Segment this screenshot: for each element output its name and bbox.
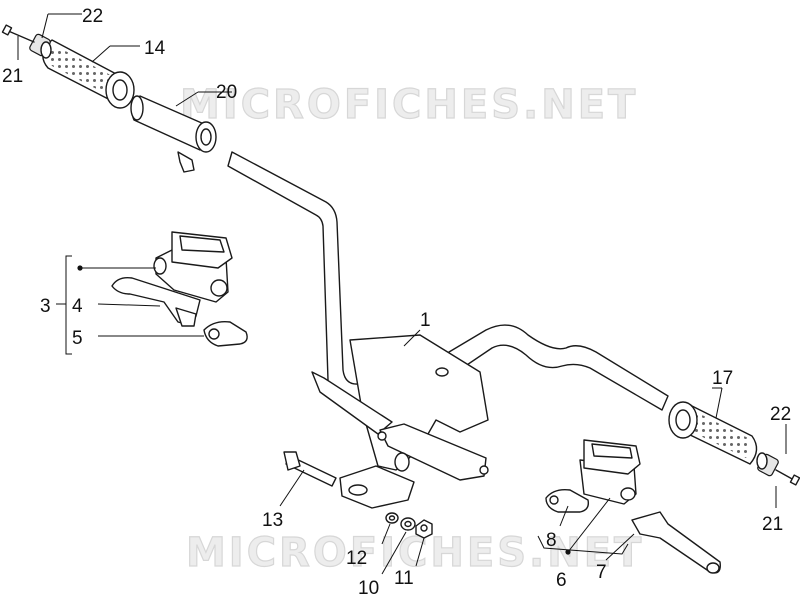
callout-21-left: 21 (2, 66, 23, 87)
callout-3: 3 (40, 296, 51, 317)
callout-22-right: 22 (770, 404, 791, 425)
callouts: 22 21 14 20 3 4 5 1 17 22 21 13 12 10 11… (2, 6, 791, 599)
watermark-top: MICROFICHES.NET (180, 82, 638, 128)
mounting-bolt (283, 451, 337, 487)
right-bar-end (756, 452, 800, 486)
callout-8: 8 (546, 530, 557, 551)
callout-5: 5 (72, 328, 83, 349)
right-clamp (545, 488, 590, 513)
right-brake-lever (631, 511, 721, 574)
washer-10 (400, 517, 416, 531)
callout-17: 17 (712, 368, 733, 389)
nut-11 (415, 519, 433, 539)
callout-10: 10 (358, 578, 379, 599)
callout-6: 6 (556, 570, 567, 591)
handlebar (227, 151, 669, 509)
right-master-cylinder (579, 439, 641, 505)
leader-lines (17, 13, 787, 575)
callout-12: 12 (346, 548, 367, 569)
watermark-bottom: MICROFICHES.NET (186, 530, 644, 576)
reference-dot-right (565, 549, 571, 555)
callout-22-left: 22 (82, 6, 103, 27)
callout-11: 11 (394, 568, 414, 589)
callout-7: 7 (596, 562, 607, 583)
left-grip (42, 39, 135, 109)
left-master-cylinder (153, 231, 233, 303)
callout-20: 20 (216, 82, 237, 103)
right-grip (668, 401, 758, 465)
washer-12 (385, 512, 399, 524)
callout-13: 13 (262, 510, 283, 531)
left-clamp (203, 320, 248, 347)
callout-1: 1 (420, 310, 431, 331)
reference-dot-left (77, 265, 83, 271)
left-brake-lever (111, 276, 201, 327)
callout-14: 14 (144, 38, 166, 59)
callout-21-right: 21 (762, 514, 783, 535)
left-bar-end (1, 24, 52, 59)
throttle-tube (130, 95, 217, 173)
callout-4: 4 (72, 296, 83, 317)
